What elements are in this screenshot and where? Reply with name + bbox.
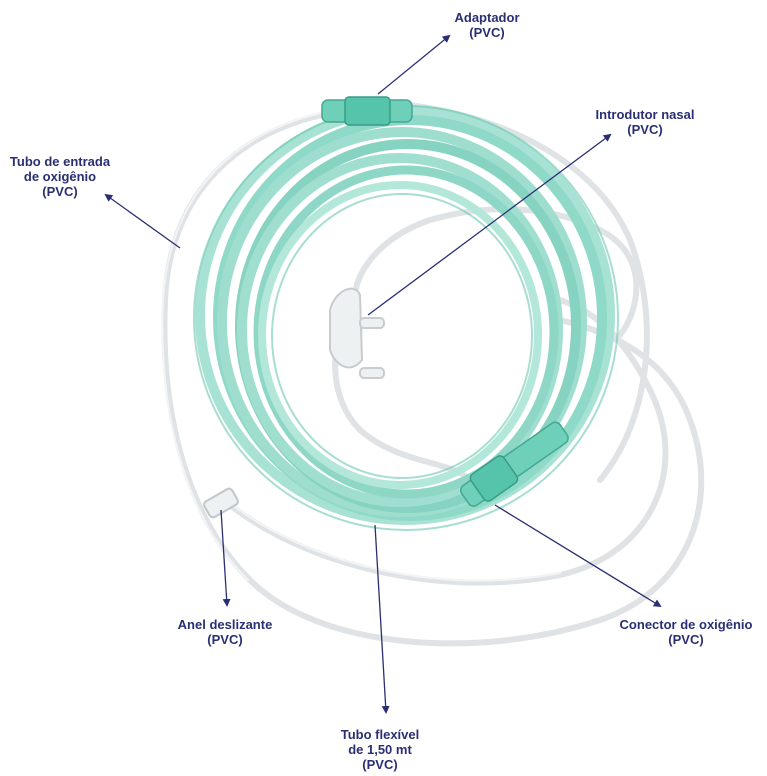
label-adaptador-line2: (PVC) [469,25,505,40]
label-adaptador-line1: Adaptador [454,10,520,25]
clear-tubing-highlight [161,109,561,582]
oxygen-connector [460,421,569,507]
slider-ring [203,487,239,519]
label-tubo-flexivel-line3: (PVC) [362,757,398,772]
label-anel-deslizante: Anel deslizante (PVC) [165,617,285,647]
adapter-connector [321,96,413,126]
label-introdutor-nasal: Introdutor nasal (PVC) [575,107,715,137]
label-tubo-flexivel: Tubo flexível de 1,50 mt (PVC) [320,727,440,772]
label-conector-oxigenio: Conector de oxigênio (PVC) [606,617,766,647]
label-introdutor-line2: (PVC) [627,122,663,137]
label-conector-line1: Conector de oxigênio [619,617,753,632]
leader-arrows [104,34,662,714]
green-coil [193,105,619,531]
label-conector-line2: (PVC) [668,632,704,647]
label-adaptador: Adaptador (PVC) [432,10,542,40]
label-tubo-flexivel-line1: Tubo flexível [340,727,420,742]
arrow-tubo-flexivel [374,524,390,714]
arrow-anel [220,509,231,607]
arrow-conector [494,504,662,608]
label-anel-line1: Anel deslizante [177,617,273,632]
label-anel-line2: (PVC) [207,632,243,647]
nasal-prongs [329,287,385,379]
label-introdutor-line1: Introdutor nasal [595,107,695,122]
label-tubo-entrada-line2: de oxigênio [23,169,97,184]
arrow-adaptador [377,34,451,95]
arrow-introdutor [367,133,612,316]
label-tubo-entrada: Tubo de entrada de oxigênio (PVC) [0,154,120,199]
label-tubo-entrada-line3: (PVC) [42,184,78,199]
label-tubo-flexivel-line2: de 1,50 mt [348,742,412,757]
label-tubo-entrada-line1: Tubo de entrada [9,154,111,169]
arrow-tubo-entrada [104,193,181,249]
